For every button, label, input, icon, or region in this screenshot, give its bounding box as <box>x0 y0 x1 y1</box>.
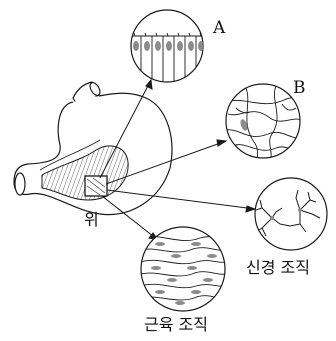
epithelial-tissue-circle <box>128 10 206 90</box>
stomach <box>14 81 172 215</box>
nerve-tissue-circle <box>255 178 327 250</box>
label-a: A <box>213 20 225 37</box>
nerve-tissue-label: 신경 조직 <box>246 260 310 276</box>
label-b: B <box>293 80 306 97</box>
connective-tissue-circle <box>226 84 302 160</box>
muscle-tissue-label: 근육 조직 <box>144 317 208 333</box>
organ-label: 위 <box>84 212 99 228</box>
muscle-tissue-circle <box>140 227 226 311</box>
